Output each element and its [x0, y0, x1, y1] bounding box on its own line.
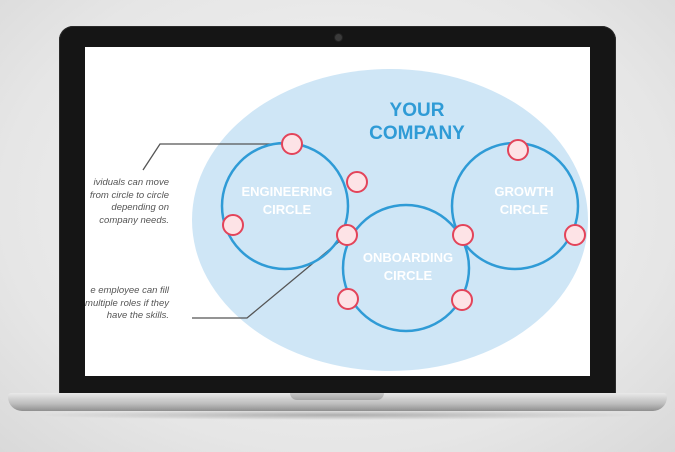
company-title-line1: YOUR — [390, 100, 445, 121]
org-diagram: YOUR COMPANY ENGINEERING CIRCLE GROWTH C… — [142, 69, 588, 371]
engineering-label-line2: CIRCLE — [263, 202, 312, 217]
laptop-base — [8, 393, 667, 411]
onboarding-label-line2: CIRCLE — [384, 268, 433, 283]
callout-note-2: e employee can fill multiple roles if th… — [85, 285, 169, 321]
onboarding-label-line1: ONBOARDING — [363, 250, 453, 265]
node — [337, 288, 359, 310]
node — [336, 224, 358, 246]
node — [281, 133, 303, 155]
growth-label-line2: CIRCLE — [500, 202, 549, 217]
company-title-line2: COMPANY — [369, 123, 465, 144]
engineering-label-line1: ENGINEERING — [241, 184, 332, 199]
node — [564, 224, 586, 246]
laptop-notch — [290, 393, 384, 400]
node — [346, 171, 368, 193]
node — [507, 139, 529, 161]
callout-line-1 — [142, 143, 292, 171]
growth-label-line1: GROWTH — [494, 184, 553, 199]
node — [222, 214, 244, 236]
callout-note-1: ividuals can move from circle to circle … — [89, 177, 169, 226]
onboarding-circle — [341, 203, 471, 333]
node — [451, 289, 473, 311]
webcam-icon — [335, 34, 342, 41]
node — [452, 224, 474, 246]
laptop-shadow — [30, 410, 645, 420]
screen-display: YOUR COMPANY ENGINEERING CIRCLE GROWTH C… — [85, 47, 590, 376]
